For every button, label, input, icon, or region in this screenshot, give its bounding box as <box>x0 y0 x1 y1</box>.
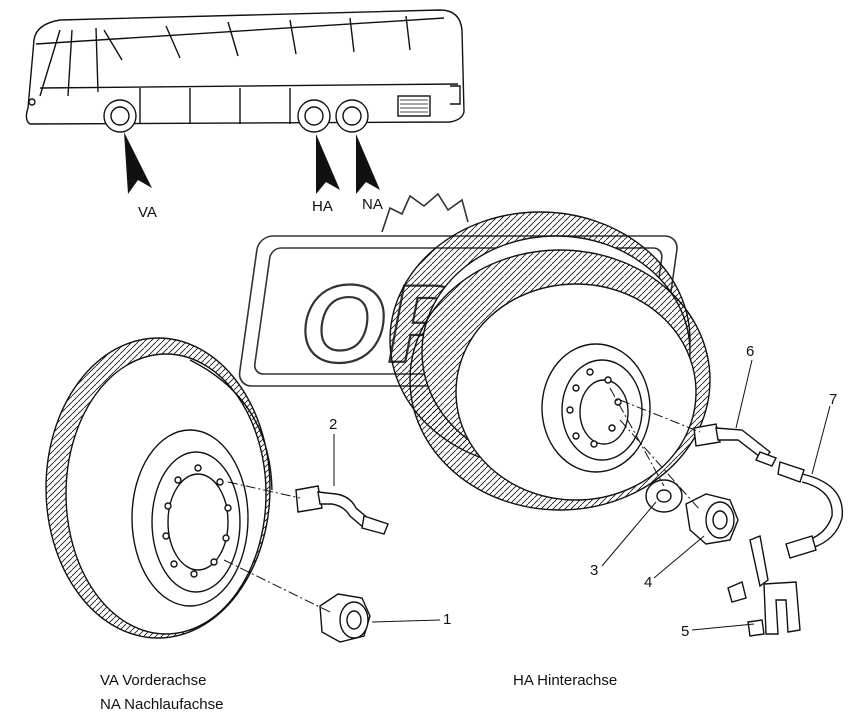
rear-dual-wheels <box>389 211 711 511</box>
front-axle-arrow <box>124 132 152 194</box>
front-wheel <box>45 337 273 639</box>
rear-axle-arrow <box>316 134 340 194</box>
callout-2: 2 <box>329 416 338 433</box>
legend-trailing-axle: NA Nachlaufachse <box>100 696 224 713</box>
part-7-extension-hose <box>777 461 843 559</box>
axle-label-rear: HA <box>312 198 333 215</box>
callout-leaders <box>333 359 831 631</box>
axle-arrows <box>124 132 380 194</box>
assembly-lines <box>223 387 701 613</box>
callout-5: 5 <box>681 623 690 640</box>
part-3-washer <box>645 479 683 513</box>
callout-1: 1 <box>443 611 452 628</box>
part-5-clamp <box>727 535 801 637</box>
callout-6: 6 <box>746 343 755 360</box>
legend-front-axle: VA Vorderachse <box>100 672 207 689</box>
trailing-axle-arrow <box>356 134 380 194</box>
part-2-valve-extension <box>295 485 389 535</box>
callout-4: 4 <box>644 574 653 591</box>
callout-7: 7 <box>829 391 838 408</box>
part-1-wheel-nut <box>319 593 371 643</box>
bus-illustration <box>25 9 465 133</box>
axle-label-front: VA <box>138 204 157 221</box>
legend-rear-axle: HA Hinterachse <box>513 672 618 689</box>
part-4-wheel-nut <box>685 493 739 545</box>
part-6-valve-extension <box>693 423 777 467</box>
callout-3: 3 <box>590 562 599 579</box>
axle-label-trailing: NA <box>362 196 383 213</box>
